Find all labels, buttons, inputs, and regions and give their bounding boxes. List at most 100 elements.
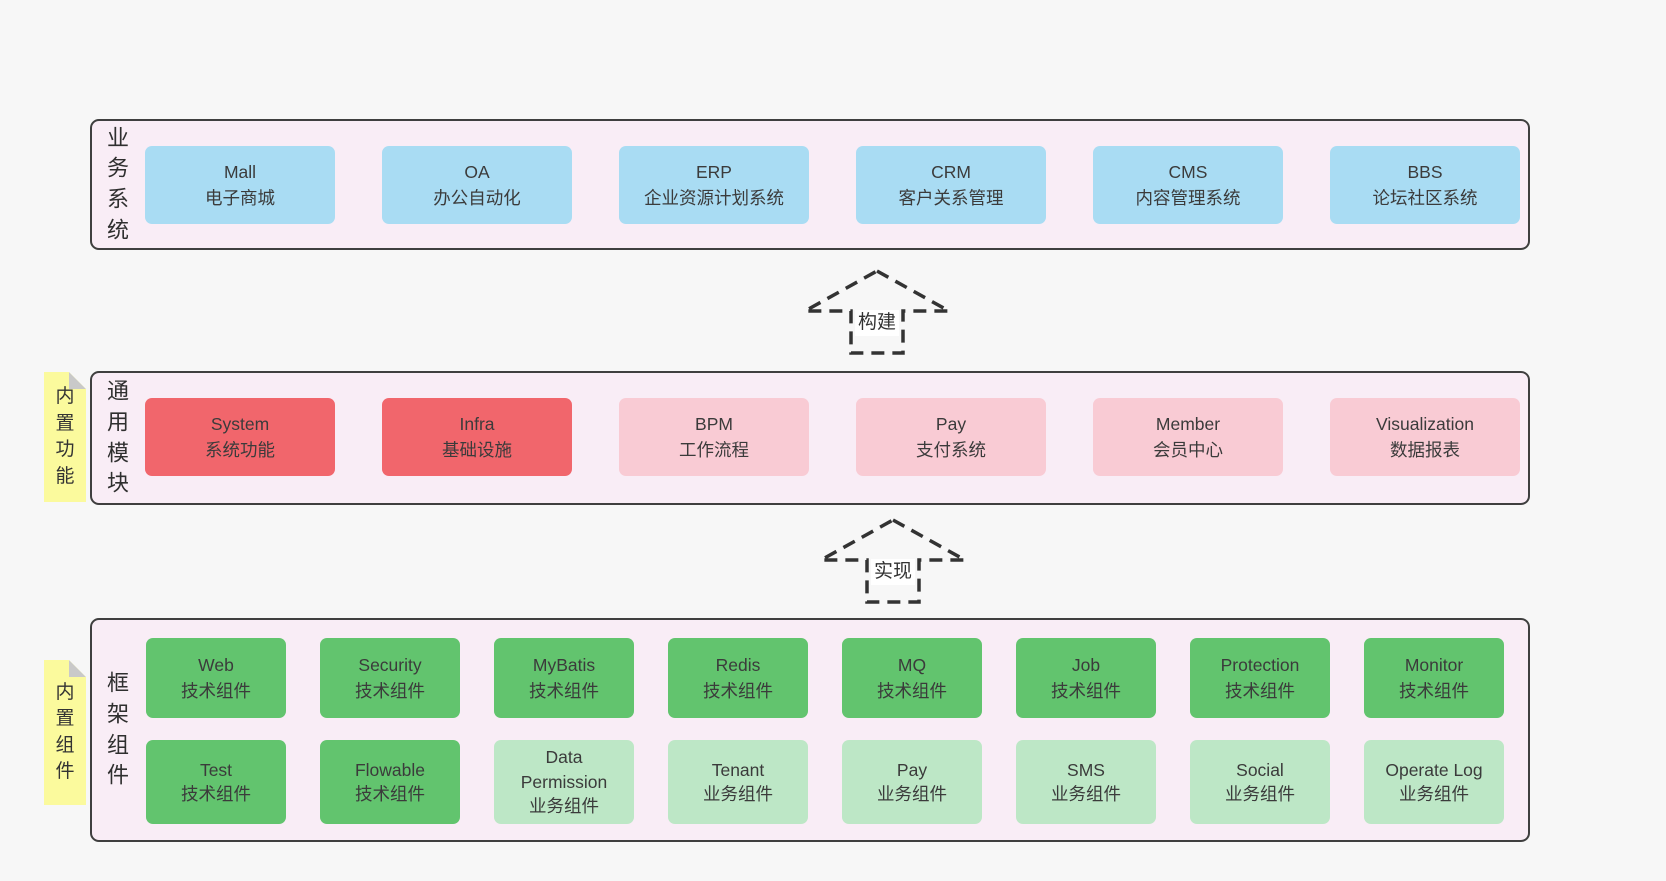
box-subtitle: 支付系统: [916, 440, 986, 460]
box-title: Operate Log: [1385, 759, 1483, 780]
box-title: BBS: [1407, 161, 1443, 182]
arrow-implement: 实现: [818, 517, 968, 605]
box-subtitle: 系统功能: [205, 440, 275, 460]
box-title: Pay: [935, 413, 967, 434]
box-title: MQ: [897, 654, 927, 675]
box-subtitle: 工作流程: [679, 440, 749, 460]
layer-framework-components: 框架组件 Web 技术组件 Security 技术组件 MyBatis 技术组件…: [90, 618, 1530, 842]
folded-corner-icon: [69, 660, 86, 677]
box-title: Member: [1155, 413, 1221, 434]
box-visualization: Visualization 数据报表: [1330, 398, 1520, 476]
box-subtitle: 业务组件: [877, 784, 947, 804]
box-crm: CRM 客户关系管理: [856, 146, 1046, 224]
box-mall: Mall 电子商城: [145, 146, 335, 224]
box-subtitle: 技术组件: [1225, 681, 1295, 701]
box-subtitle: 客户关系管理: [898, 188, 1004, 208]
box-tenant: Tenant 业务组件: [668, 740, 808, 824]
arrow-build-label: 构建: [854, 310, 900, 336]
box-subtitle: 会员中心: [1153, 440, 1223, 460]
box-mq: MQ 技术组件: [842, 638, 982, 718]
box-title: Social: [1236, 759, 1284, 780]
box-title: Flowable: [354, 759, 426, 780]
box-subtitle: 论坛社区系统: [1372, 188, 1478, 208]
box-subtitle: 企业资源计划系统: [644, 188, 784, 208]
arrow-implement-label: 实现: [870, 559, 916, 585]
box-title: Infra: [459, 413, 495, 434]
layer-business-systems: 业务系统 Mall 电子商城 OA 办公自动化 ERP 企业资源计划系统 CRM…: [90, 119, 1530, 250]
note-built-in-functions: 内置功能: [44, 372, 86, 502]
box-bpm: BPM 工作流程: [619, 398, 809, 476]
box-title: MyBatis: [532, 654, 596, 675]
box-subtitle: 技术组件: [355, 681, 425, 701]
box-system: System 系统功能: [145, 398, 335, 476]
box-redis: Redis 技术组件: [668, 638, 808, 718]
box-title: CMS: [1168, 161, 1208, 182]
block-arrow-up-icon: [802, 268, 952, 355]
box-operate-log: Operate Log 业务组件: [1364, 740, 1504, 824]
box-web: Web 技术组件: [146, 638, 286, 718]
box-subtitle: 技术组件: [1399, 681, 1469, 701]
box-cms: CMS 内容管理系统: [1093, 146, 1283, 224]
box-subtitle: 业务组件: [1051, 784, 1121, 804]
box-title: Job: [1071, 654, 1101, 675]
box-subtitle: 电子商城: [205, 188, 275, 208]
box-title: Pay: [896, 759, 928, 780]
box-subtitle: 技术组件: [181, 784, 251, 804]
box-subtitle: 技术组件: [877, 681, 947, 701]
box-title: Mall: [223, 161, 257, 182]
box-subtitle: 业务组件: [703, 784, 773, 804]
box-title: Monitor: [1404, 654, 1464, 675]
block-arrow-up-icon: [818, 517, 968, 604]
components-box-row-2: Test 技术组件 Flowable 技术组件 Data Permission …: [146, 740, 1504, 824]
box-title: OA: [464, 161, 490, 182]
box-mybatis: MyBatis 技术组件: [494, 638, 634, 718]
box-test: Test 技术组件: [146, 740, 286, 824]
box-subtitle: 技术组件: [181, 681, 251, 701]
business-box-row: Mall 电子商城 OA 办公自动化 ERP 企业资源计划系统 CRM 客户关系…: [145, 146, 1520, 224]
box-title: Security: [358, 654, 422, 675]
box-protection: Protection 技术组件: [1190, 638, 1330, 718]
note-built-in-components: 内置组件: [44, 660, 86, 805]
box-subtitle: 业务组件: [1399, 784, 1469, 804]
box-monitor: Monitor 技术组件: [1364, 638, 1504, 718]
box-pay-module: Pay 支付系统: [856, 398, 1046, 476]
box-title: Test: [199, 759, 233, 780]
box-title: BPM: [695, 413, 733, 434]
layer-modules-label: 通用模块: [106, 378, 129, 496]
modules-box-row: System 系统功能 Infra 基础设施 BPM 工作流程 Pay 支付系统…: [145, 398, 1520, 476]
box-subtitle: 技术组件: [1051, 681, 1121, 701]
box-oa: OA 办公自动化: [382, 146, 572, 224]
box-erp: ERP 企业资源计划系统: [619, 146, 809, 224]
box-subtitle: 内容管理系统: [1135, 188, 1241, 208]
note-text: 内置组件: [55, 681, 75, 783]
box-subtitle: 业务组件: [1225, 784, 1295, 804]
box-security: Security 技术组件: [320, 638, 460, 718]
box-subtitle: 办公自动化: [433, 188, 521, 208]
box-pay-component: Pay 业务组件: [842, 740, 982, 824]
box-subtitle: 基础设施: [442, 440, 512, 460]
layer-components-label: 框架组件: [106, 670, 129, 788]
box-sms: SMS 业务组件: [1016, 740, 1156, 824]
box-title: Redis: [715, 654, 761, 675]
box-infra: Infra 基础设施: [382, 398, 572, 476]
box-subtitle: 技术组件: [355, 784, 425, 804]
box-title: Protection: [1220, 654, 1300, 675]
box-subtitle: 技术组件: [529, 681, 599, 701]
box-job: Job 技术组件: [1016, 638, 1156, 718]
box-title: System: [210, 413, 270, 434]
box-title: SMS: [1067, 759, 1105, 780]
arrow-build: 构建: [802, 268, 952, 356]
layer-common-modules: 通用模块 System 系统功能 Infra 基础设施 BPM 工作流程 Pay…: [90, 371, 1530, 505]
box-social: Social 业务组件: [1190, 740, 1330, 824]
box-title: Web: [198, 654, 234, 675]
box-flowable: Flowable 技术组件: [320, 740, 460, 824]
box-title: Data Permission: [520, 747, 608, 792]
layer-business-label: 业务系统: [106, 124, 129, 243]
box-title: CRM: [931, 161, 971, 182]
box-subtitle: 业务组件: [529, 796, 599, 817]
note-text: 内置功能: [55, 385, 75, 487]
box-data-permission: Data Permission 业务组件: [494, 740, 634, 824]
box-title: ERP: [696, 161, 732, 182]
box-subtitle: 技术组件: [703, 681, 773, 701]
box-bbs: BBS 论坛社区系统: [1330, 146, 1520, 224]
